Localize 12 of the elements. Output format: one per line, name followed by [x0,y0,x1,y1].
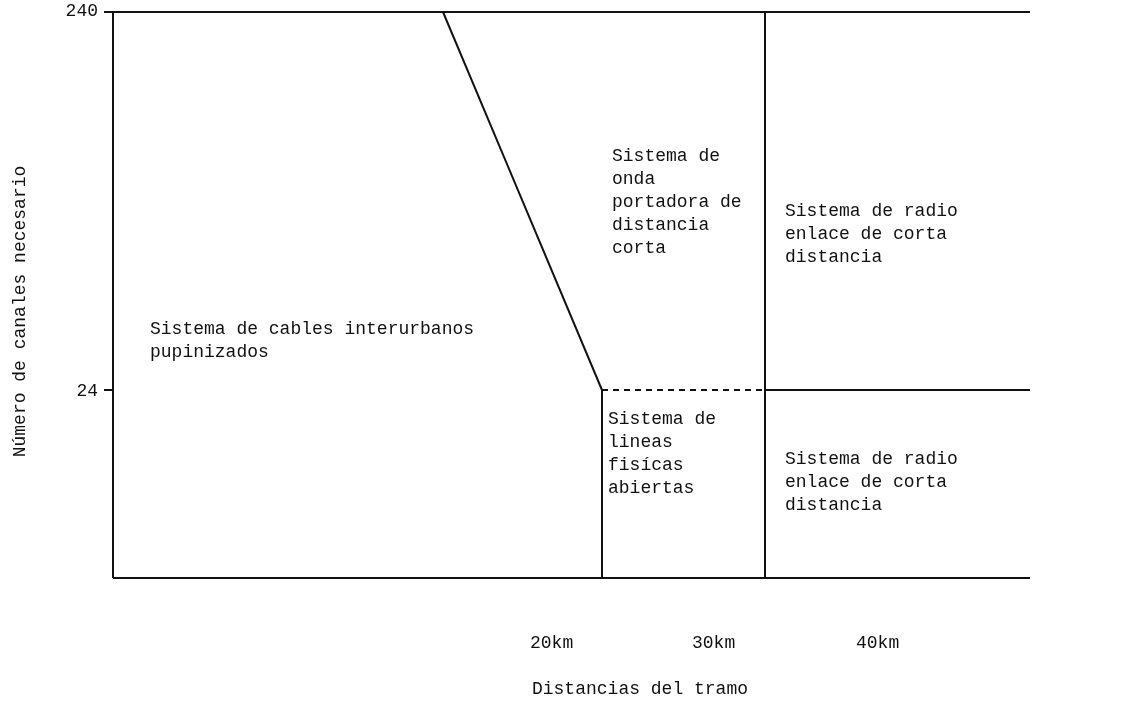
axis-tick-label: 24 [75,380,98,403]
axis-tick-label: 40km [856,632,901,655]
region-label: Sistema de lineas fisícas abiertas [608,408,718,500]
region-label: Sistema de radio enlace de corta distancia [785,200,959,269]
region-label: Sistema de cables interurbanos pupinizados [150,318,476,364]
region-label: Sistema de radio enlace de corta distancia [785,448,959,517]
region-label: Sistema de onda portadora de distancia corta [612,145,743,260]
axis-tick-label: 20km [530,632,575,655]
axis-tick-label: 240 [64,0,98,23]
axis-title: Distancias del tramo [530,678,749,701]
axis-tick-label: 30km [692,632,737,655]
axis-title: Número de canales necesario [8,164,31,460]
